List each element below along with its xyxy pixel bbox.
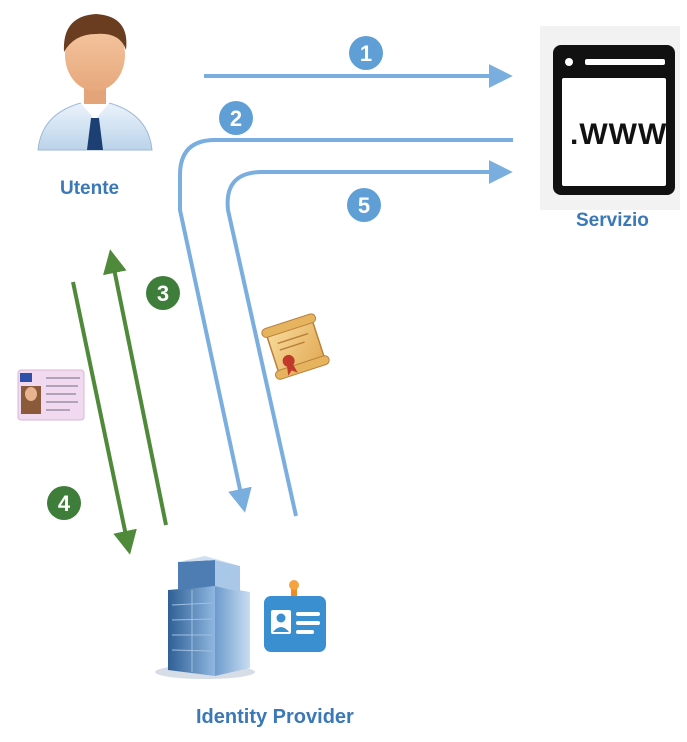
step-badge-3: 3 <box>146 276 180 310</box>
user-label: Utente <box>60 178 120 199</box>
identity-provider-label: Identity Provider <box>196 706 354 728</box>
certificate-scroll-icon <box>261 313 330 380</box>
step-number: 5 <box>358 193 370 218</box>
step-badge-4: 4 <box>47 486 81 520</box>
building-icon <box>155 556 255 679</box>
id-card-icon <box>17 369 85 421</box>
step-number: 2 <box>230 106 242 131</box>
flow-arrow-4 <box>71 281 137 555</box>
id-badge-icon <box>264 580 326 652</box>
step-badge-1: 1 <box>349 36 383 70</box>
step-number: 1 <box>360 41 372 66</box>
flow-arrow-2 <box>178 138 513 513</box>
flow-arrow-5 <box>225 160 513 517</box>
browser-window-icon <box>540 26 680 210</box>
user-avatar-icon <box>37 14 153 151</box>
step-badge-2: 2 <box>219 101 253 135</box>
step-badge-5: 5 <box>347 188 381 222</box>
service-window-text: .WWW <box>570 118 668 151</box>
step-number: 4 <box>58 491 71 516</box>
flow-arrow-3 <box>103 249 168 526</box>
step-number: 3 <box>157 281 169 306</box>
service-label: Servizio <box>576 210 649 231</box>
